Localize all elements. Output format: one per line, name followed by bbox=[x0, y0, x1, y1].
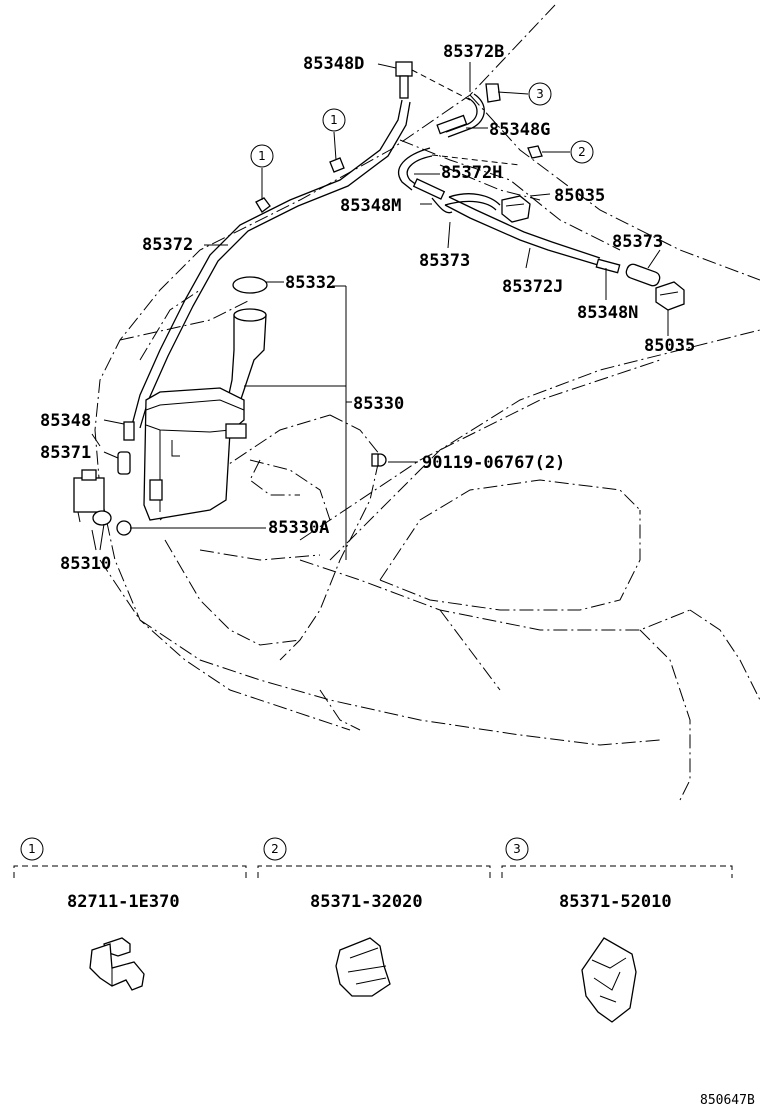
clip-1a bbox=[255, 197, 271, 213]
joint-85348-left bbox=[123, 421, 135, 441]
label-85035-lower: 85035 bbox=[644, 336, 695, 356]
label-85348M: 85348M bbox=[340, 196, 401, 216]
legend-panel-1: 1 82711-1E370 bbox=[13, 837, 247, 991]
legend-panel-2: 2 85371-32020 bbox=[257, 837, 491, 997]
connector-85348D bbox=[395, 61, 413, 99]
label-85373-left: 85373 bbox=[419, 251, 470, 271]
clip-85371-32020-drawing bbox=[335, 937, 391, 997]
label-85372B: 85372B bbox=[443, 42, 504, 62]
connector-85348M bbox=[412, 178, 446, 200]
label-90119: 90119-06767(2) bbox=[422, 453, 565, 473]
legend-2-part: 85371-32020 bbox=[310, 892, 423, 912]
clip-1b bbox=[329, 157, 345, 173]
callout-1a-text: 1 bbox=[258, 149, 266, 163]
clip-82711-1E370-drawing bbox=[89, 937, 145, 991]
hose-85372 bbox=[131, 99, 411, 429]
leader-lines bbox=[91, 62, 669, 560]
car-body-outline bbox=[94, 4, 760, 801]
legend-panel-3: 3 85371-52010 bbox=[501, 837, 733, 1023]
legend-1-part: 82711-1E370 bbox=[67, 892, 180, 912]
nozzle-85035-lower bbox=[655, 281, 685, 311]
label-85310: 85310 bbox=[60, 554, 111, 574]
callout-1b: 1 bbox=[322, 108, 346, 132]
diagram-reference-code: 850647B bbox=[700, 1093, 755, 1108]
clip-3 bbox=[485, 83, 501, 103]
hose-85373-left bbox=[431, 197, 453, 214]
label-85332: 85332 bbox=[285, 273, 336, 293]
hose-85371-left bbox=[117, 451, 131, 475]
label-85371: 85371 bbox=[40, 443, 91, 463]
nozzle-85035-upper bbox=[501, 195, 531, 223]
legend-3-part: 85371-52010 bbox=[559, 892, 672, 912]
connector-85348G bbox=[436, 114, 468, 135]
part-labels: 85348D 85372B 85348G 85372H 85035 85348M… bbox=[40, 42, 695, 574]
callout-1b-text: 1 bbox=[330, 113, 338, 127]
callout-3-text: 3 bbox=[536, 87, 544, 101]
label-85330A: 85330A bbox=[268, 518, 329, 538]
label-85035-upper: 85035 bbox=[554, 186, 605, 206]
grommet-85330A bbox=[116, 520, 132, 536]
label-85372H: 85372H bbox=[441, 163, 502, 183]
label-85373-right: 85373 bbox=[612, 232, 663, 252]
callout-2: 2 bbox=[570, 140, 594, 164]
cap-85332 bbox=[232, 276, 268, 294]
pump-85310 bbox=[73, 469, 112, 526]
label-85348G: 85348G bbox=[489, 120, 550, 140]
hose-85372H bbox=[397, 147, 433, 191]
label-85372J: 85372J bbox=[502, 277, 563, 297]
label-85348N: 85348N bbox=[577, 303, 638, 323]
label-85330: 85330 bbox=[353, 394, 404, 414]
clip-85371-52010-drawing bbox=[581, 937, 637, 1023]
label-85348D: 85348D bbox=[303, 54, 364, 74]
callout-2-text: 2 bbox=[578, 145, 586, 159]
washer-tank-85330 bbox=[143, 276, 268, 521]
callout-1a: 1 bbox=[250, 144, 274, 168]
clip-2 bbox=[527, 145, 543, 159]
hose-85372J bbox=[444, 193, 601, 266]
label-85372: 85372 bbox=[142, 235, 193, 255]
hose-85373-right bbox=[625, 263, 661, 287]
legend-3-num: 3 bbox=[513, 842, 521, 856]
legend-1-num: 1 bbox=[28, 842, 36, 856]
label-85348: 85348 bbox=[40, 411, 91, 431]
legend-2-num: 2 bbox=[271, 842, 279, 856]
bolt-90119 bbox=[371, 453, 387, 467]
hose-85372B bbox=[445, 93, 485, 138]
connector-85348N bbox=[595, 258, 621, 274]
callout-3: 3 bbox=[528, 82, 552, 106]
